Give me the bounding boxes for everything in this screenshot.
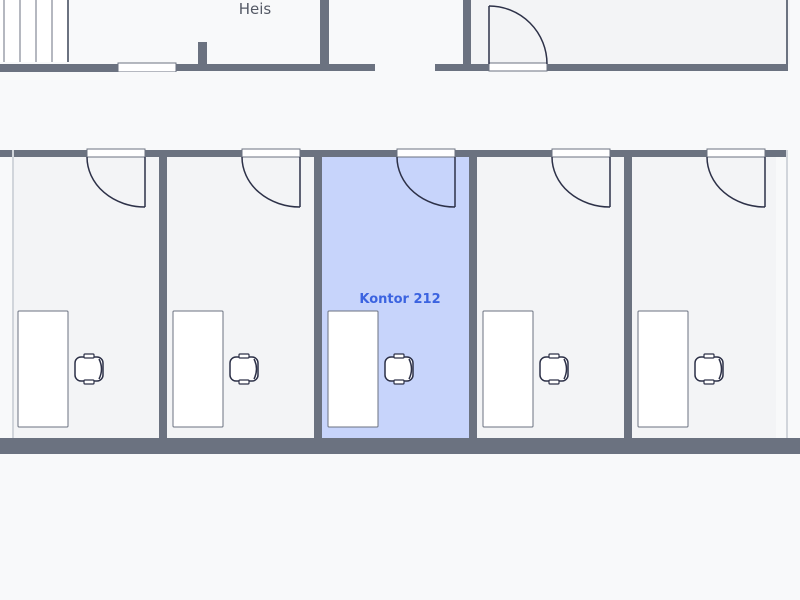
office-2[interactable]	[167, 148, 314, 438]
chair-icon	[229, 353, 259, 385]
door-swing	[241, 156, 301, 208]
office-3[interactable]	[322, 148, 469, 438]
door-swing	[86, 156, 146, 208]
bottom-wall	[0, 438, 800, 454]
right-edge	[786, 150, 788, 438]
elevator-room[interactable]	[70, 0, 320, 64]
chair-icon	[384, 353, 414, 385]
desk	[17, 310, 69, 428]
offices-row	[0, 148, 788, 438]
office-door[interactable]	[241, 148, 301, 158]
desk	[327, 310, 379, 428]
office-5[interactable]	[632, 148, 776, 438]
office-divider-wall	[159, 150, 167, 438]
corridor	[0, 72, 800, 150]
upper-right-room[interactable]	[470, 0, 790, 64]
desk	[172, 310, 224, 428]
chair-icon	[74, 353, 104, 385]
door-swing	[706, 156, 766, 208]
chair-icon	[694, 353, 724, 385]
desk	[637, 310, 689, 428]
office-door[interactable]	[551, 148, 611, 158]
upper-walls	[0, 0, 788, 72]
left-edge	[12, 150, 14, 438]
office-door[interactable]	[86, 148, 146, 158]
office-door[interactable]	[396, 148, 456, 158]
office-4[interactable]	[477, 148, 624, 438]
door-swing	[396, 156, 456, 208]
staircase	[0, 0, 69, 62]
office-divider-wall	[469, 150, 477, 438]
office-door[interactable]	[706, 148, 766, 158]
office-divider-wall	[624, 150, 632, 438]
selected-office-label: Kontor 212	[359, 292, 440, 307]
chair-icon	[539, 353, 569, 385]
elevator-label: Heis	[239, 0, 272, 18]
office-1[interactable]	[12, 148, 159, 438]
door-upper-right[interactable]	[488, 5, 548, 72]
office-row-top-wall	[0, 150, 788, 157]
office-divider-wall	[314, 150, 322, 438]
desk	[482, 310, 534, 428]
door-swing	[551, 156, 611, 208]
